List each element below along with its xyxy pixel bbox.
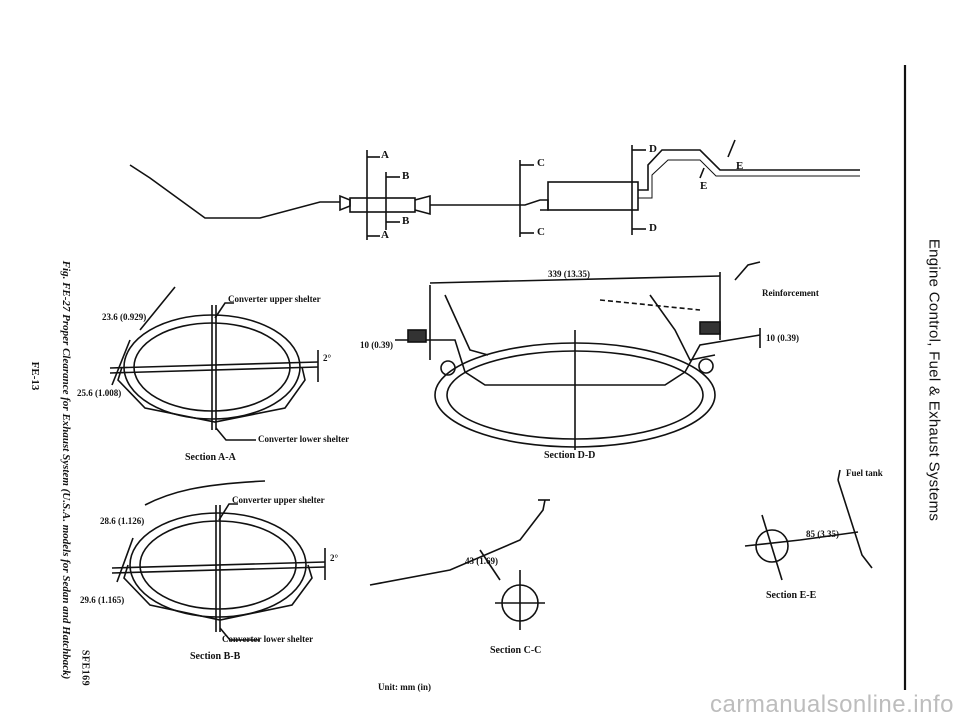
ee-section-title: Section E-E: [766, 590, 817, 601]
aa-dim-upper: 23.6 (0.929): [102, 312, 147, 322]
marker-d-bottom: D: [649, 222, 657, 234]
unit-note: Unit: mm (in): [378, 682, 431, 692]
overview-exhaust-pipe: [129, 139, 860, 240]
chapter-title: Engine Control, Fuel & Exhaust Systems: [925, 238, 943, 522]
bb-lower-shelter-label: Converter lower shelter: [222, 634, 314, 644]
aa-lower-shelter-label: Converter lower shelter: [258, 434, 350, 444]
section-bb-drawing: [111, 480, 326, 641]
watermark-text: carmanualsonline.info: [710, 691, 954, 718]
dd-right-gap: 10 (0.39): [766, 333, 799, 343]
section-dd-drawing: [395, 261, 761, 450]
marker-a-bottom: A: [381, 229, 389, 241]
bb-angle: 2°: [330, 553, 339, 563]
cc-dim: 43 (1.69): [465, 556, 498, 566]
bb-dim-lower: 29.6 (1.165): [80, 595, 125, 605]
dd-width-dim: 339 (13.35): [548, 269, 590, 279]
bb-section-title: Section B-B: [190, 651, 241, 662]
dd-section-title: Section D-D: [544, 450, 596, 461]
section-aa-drawing: [109, 286, 319, 441]
aa-dim-lower: 25.6 (1.008): [77, 388, 122, 398]
marker-b-bottom: B: [402, 215, 410, 227]
marker-e-lower: E: [700, 180, 708, 192]
ee-fuel-tank-label: Fuel tank: [846, 468, 883, 478]
dd-left-gap: 10 (0.39): [360, 340, 393, 350]
aa-section-title: Section A-A: [185, 452, 236, 463]
cc-section-title: Section C-C: [490, 645, 542, 656]
section-cc-drawing: [369, 499, 550, 630]
ee-dim: 85 (3.35): [806, 529, 839, 539]
figure-caption: Fig. FE-27 Proper Clearance for Exhaust …: [60, 260, 72, 680]
marker-e-upper: E: [736, 160, 744, 172]
marker-c-top: C: [537, 157, 545, 169]
marker-c-bottom: C: [537, 226, 545, 238]
aa-upper-shelter-label: Converter upper shelter: [228, 294, 321, 304]
figure-code: SFE169: [79, 649, 91, 687]
page-number: FE-13: [29, 361, 41, 391]
section-ee-drawing: [744, 469, 873, 581]
aa-angle: 2°: [323, 353, 332, 363]
marker-b-top: B: [402, 170, 410, 182]
bb-dim-upper: 28.6 (1.126): [100, 516, 145, 526]
dd-reinforcement-label: Reinforcement: [762, 288, 819, 298]
bb-upper-shelter-label: Converter upper shelter: [232, 495, 325, 505]
marker-a-top: A: [381, 149, 389, 161]
marker-d-top: D: [649, 143, 657, 155]
